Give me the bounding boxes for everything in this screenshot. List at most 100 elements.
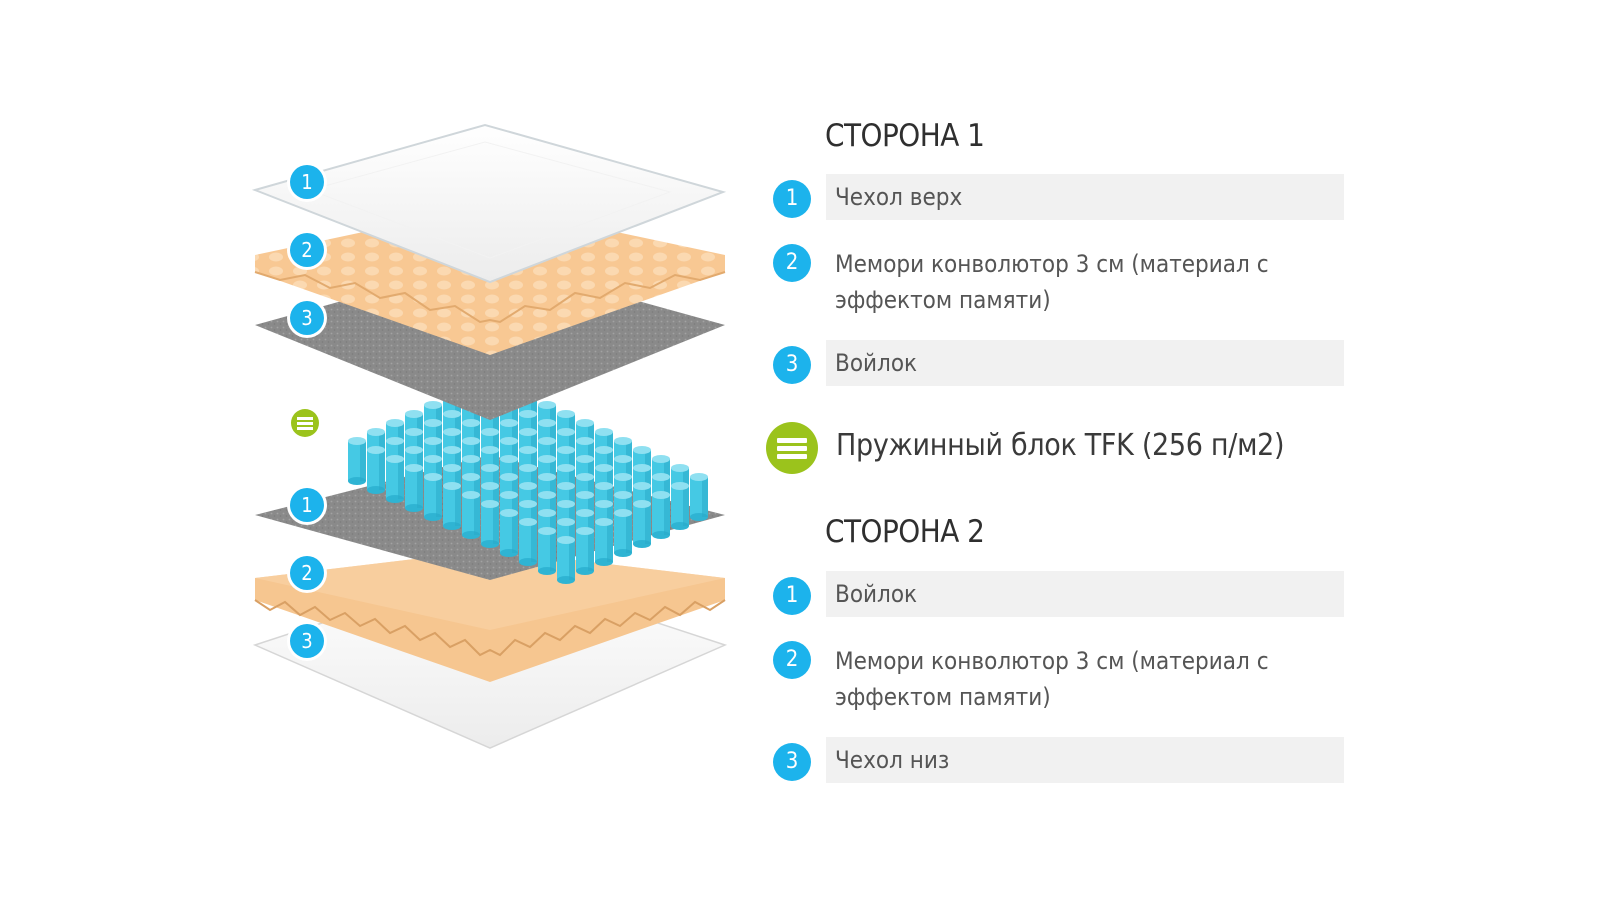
side2-item-2-label: Мемори конволютор 3 см (материал с эффек…	[826, 643, 1344, 715]
spring-coil-shade	[702, 477, 708, 517]
spring-coil-shade	[531, 522, 537, 562]
spring-marker-icon	[291, 409, 319, 437]
spring-coil-top	[424, 419, 442, 427]
spring-coil-top	[405, 428, 423, 436]
spring-coil-top	[424, 455, 442, 463]
spring-coil-top	[595, 518, 613, 526]
layer-marker: 1	[290, 165, 324, 199]
side1-item-3-label: Войлок	[826, 340, 1344, 386]
spring-coil-top	[538, 419, 556, 427]
spring-coil-top	[462, 437, 480, 445]
bottom-foam-layer	[254, 550, 726, 682]
spring-coil-top	[557, 464, 575, 472]
spring-coil-top	[652, 473, 670, 481]
spring-coil-shade	[379, 450, 385, 490]
spring-coil-top	[633, 464, 651, 472]
spring-coil-top	[424, 437, 442, 445]
spring-coil-top	[519, 482, 537, 490]
spring-coil-top	[595, 464, 613, 472]
spring-coil-top	[633, 482, 651, 490]
spring-coil-shade	[493, 504, 499, 544]
spring-coil-top	[462, 419, 480, 427]
spring-coil-top	[481, 428, 499, 436]
spring-coil-top	[576, 491, 594, 499]
spring-coil-top	[652, 491, 670, 499]
spring-coil-top	[462, 455, 480, 463]
spring-coil-shade	[588, 531, 594, 571]
mattress-layers-illustration: 1 2 3 1 2 3	[240, 110, 760, 780]
spring-coil-top	[462, 473, 480, 481]
spring-coil-top	[690, 473, 708, 481]
spring-coil-shade	[512, 513, 518, 553]
spring-coil-top	[500, 419, 518, 427]
layer-marker: 3	[290, 624, 324, 658]
spring-coil-top	[462, 491, 480, 499]
spring-coil-top	[519, 464, 537, 472]
spring-coil-top	[500, 455, 518, 463]
spring-coil-top	[443, 428, 461, 436]
side2-item-3-number: 3	[773, 743, 811, 781]
spring-coil-top	[405, 464, 423, 472]
spring-coil-shade	[550, 531, 556, 571]
spring-coil-top	[595, 446, 613, 454]
spring-coil-top	[576, 455, 594, 463]
spring-coil-shade	[455, 486, 461, 526]
side1-item-2-line1: Мемори конволютор 3 см (материал с	[835, 250, 1269, 278]
spring-coil-top	[538, 455, 556, 463]
spring-coil-top	[519, 500, 537, 508]
spring-coil-shade	[360, 441, 366, 481]
spring-coil-top	[405, 410, 423, 418]
spring-coil-top	[348, 437, 366, 445]
side1-item-2-number: 2	[773, 244, 811, 282]
spring-coil-top	[614, 437, 632, 445]
side2-title: СТОРОНА 2	[825, 514, 985, 550]
spring-coil-top	[481, 464, 499, 472]
spring-coil-top	[481, 482, 499, 490]
spring-coil-shade	[436, 477, 442, 517]
spring-coil-top	[671, 482, 689, 490]
spring-coil-top	[557, 428, 575, 436]
spring-coil-top	[386, 455, 404, 463]
spring-coil-shade	[683, 486, 689, 526]
side1-item-2-line2: эффектом памяти)	[835, 286, 1051, 314]
spring-coil-top	[519, 518, 537, 526]
spring-coil-top	[538, 491, 556, 499]
spring-coil-top	[519, 428, 537, 436]
spring-coil-top	[538, 473, 556, 481]
spring-coil-top	[557, 446, 575, 454]
spring-coil-top	[576, 527, 594, 535]
spring-coil-top	[538, 509, 556, 517]
spring-coil-top	[443, 410, 461, 418]
spring-coil-top	[652, 455, 670, 463]
side2-item-3-label: Чехол низ	[826, 737, 1344, 783]
spring-coil-top	[614, 473, 632, 481]
spring-coil-top	[633, 500, 651, 508]
spring-block-layer	[348, 374, 708, 584]
spring-coil-top	[500, 437, 518, 445]
spring-coil-top	[367, 428, 385, 436]
spring-coil-top	[595, 500, 613, 508]
layer-marker: 1	[290, 488, 324, 522]
side2-item-1-label: Войлок	[826, 571, 1344, 617]
spring-coil-top	[538, 527, 556, 535]
spring-coil-shade	[398, 459, 404, 499]
spring-coil-top	[538, 401, 556, 409]
spring-coil-top	[576, 419, 594, 427]
spring-coil-top	[424, 401, 442, 409]
spring-coil-top	[519, 446, 537, 454]
side2-item-2-line1: Мемори конволютор 3 см (материал с	[835, 647, 1269, 675]
spring-coil-top	[500, 491, 518, 499]
spring-coil-shade	[569, 540, 575, 580]
side2-item-1-number: 1	[773, 577, 811, 615]
side1-item-1-label: Чехол верх	[826, 174, 1344, 220]
spring-coil-top	[481, 446, 499, 454]
layer-marker: 3	[290, 301, 324, 335]
spring-coil-top	[614, 509, 632, 517]
spring-coil-top	[405, 446, 423, 454]
top-cover-layer	[251, 123, 727, 284]
spring-coil-top	[576, 473, 594, 481]
layer-marker: 2	[290, 556, 324, 590]
spring-coil-top	[443, 464, 461, 472]
spring-block-icon	[766, 422, 818, 474]
spring-coil-top	[424, 473, 442, 481]
